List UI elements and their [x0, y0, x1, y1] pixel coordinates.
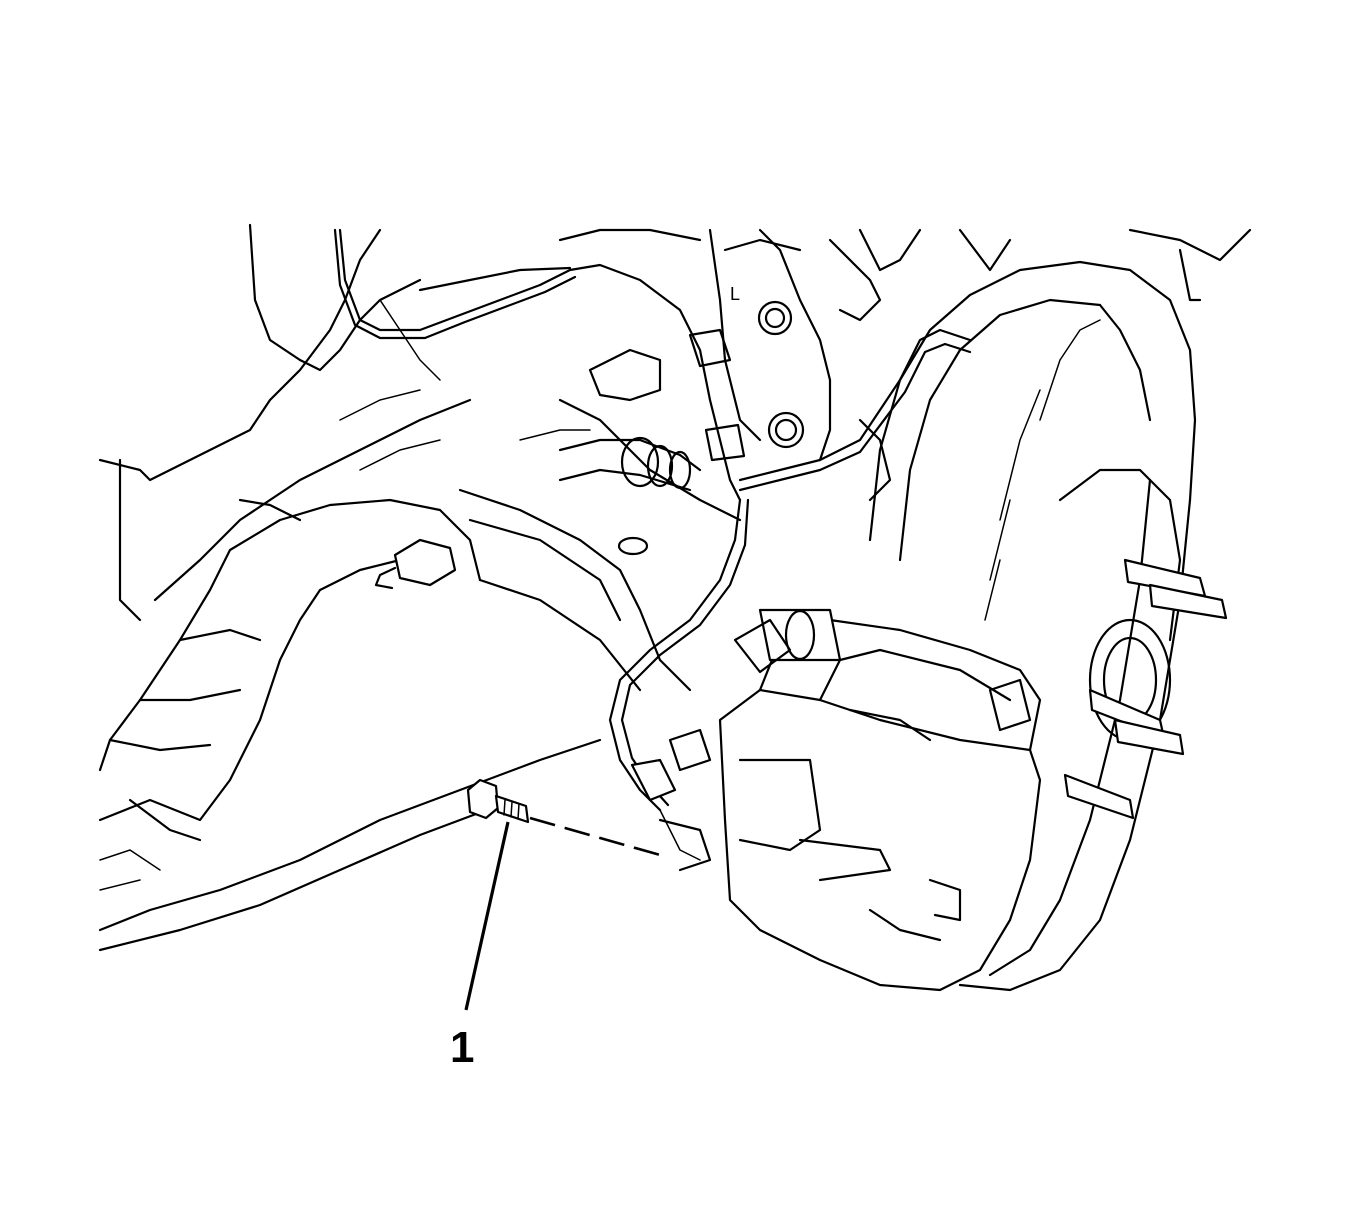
knuckle-mark: L [730, 284, 740, 304]
subframe [98, 223, 1252, 952]
tie-rod [558, 348, 702, 492]
caliper-mounting-bolt [466, 778, 530, 824]
brake-caliper [658, 608, 1042, 992]
callout-label-1: 1 [450, 1023, 475, 1072]
alignment-line [529, 816, 661, 857]
wheel-studs [1063, 558, 1228, 820]
callout-leader-1 [464, 821, 510, 1011]
brake-hose [333, 228, 972, 861]
steering-knuckle: L [708, 228, 892, 502]
lower-control-arm [98, 498, 482, 891]
